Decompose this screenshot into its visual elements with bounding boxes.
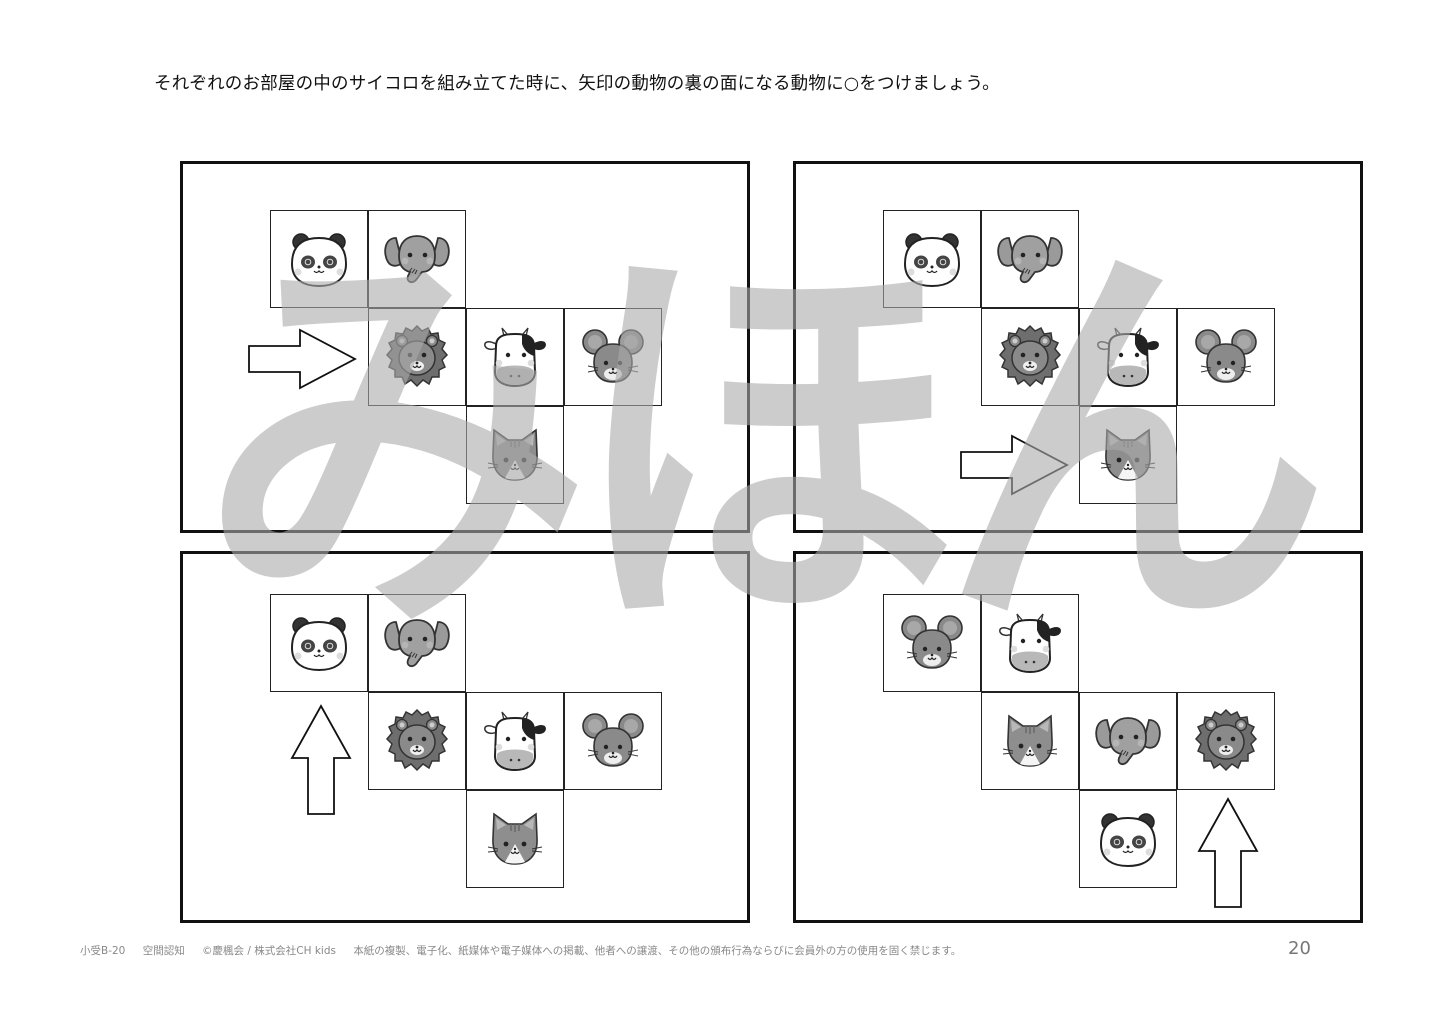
panda-face-cell — [883, 210, 981, 308]
elephant-face-cell — [368, 210, 466, 308]
arrow-right-icon — [248, 328, 357, 390]
lion-icon — [382, 706, 452, 776]
elephant-icon — [382, 608, 452, 678]
elephant-face-cell — [368, 594, 466, 692]
lion-icon — [995, 322, 1065, 392]
mouse-icon — [1191, 322, 1261, 392]
cow-face-cell — [1079, 308, 1177, 406]
panda-icon — [284, 608, 354, 678]
footer-notice: 本紙の複製、電子化、紙媒体や電子媒体への掲載、他者への譲渡、その他の頒布行為なら… — [353, 945, 962, 957]
arrow-up-icon — [1197, 797, 1259, 908]
cow-icon — [480, 322, 550, 392]
instruction-text: それぞれのお部屋の中のサイコロを組み立てた時に、矢印の動物の裏の面になる動物に○… — [154, 74, 1000, 94]
lion-face-cell — [368, 308, 466, 406]
cat-icon — [480, 804, 550, 874]
mouse-face-cell — [1177, 308, 1275, 406]
panda-icon — [284, 224, 354, 294]
dice-panel-bottom-left — [180, 551, 750, 923]
cow-icon — [480, 706, 550, 776]
cat-face-cell — [981, 692, 1079, 790]
footer-copyright: ©慶楓会 / 株式会社CH kids — [202, 945, 336, 957]
cow-face-cell — [466, 692, 564, 790]
mouse-icon — [897, 608, 967, 678]
elephant-face-cell — [981, 210, 1079, 308]
dice-panel-top-right — [793, 161, 1363, 533]
elephant-icon — [1093, 706, 1163, 776]
arrow-right-icon — [960, 434, 1069, 496]
dice-panel-bottom-right — [793, 551, 1363, 923]
cat-face-cell — [1079, 406, 1177, 504]
mouse-face-cell — [564, 308, 662, 406]
mouse-face-cell — [883, 594, 981, 692]
cat-icon — [480, 420, 550, 490]
lion-icon — [382, 322, 452, 392]
lion-face-cell — [1177, 692, 1275, 790]
cow-face-cell — [466, 308, 564, 406]
cat-face-cell — [466, 406, 564, 504]
arrow-up-icon — [290, 704, 352, 815]
elephant-icon — [382, 224, 452, 294]
cow-face-cell — [981, 594, 1079, 692]
cow-icon — [995, 608, 1065, 678]
cow-icon — [1093, 322, 1163, 392]
cat-face-cell — [466, 790, 564, 888]
cat-icon — [1093, 420, 1163, 490]
lion-face-cell — [368, 692, 466, 790]
panda-face-cell — [270, 210, 368, 308]
mouse-icon — [578, 322, 648, 392]
footer: 小受B-20 空間認知 ©慶楓会 / 株式会社CH kids 本紙の複製、電子化… — [80, 943, 975, 958]
panda-face-cell — [270, 594, 368, 692]
elephant-icon — [995, 224, 1065, 294]
lion-icon — [1191, 706, 1261, 776]
panda-icon — [1093, 804, 1163, 874]
cat-icon — [995, 706, 1065, 776]
elephant-face-cell — [1079, 692, 1177, 790]
mouse-face-cell — [564, 692, 662, 790]
dice-panel-top-left — [180, 161, 750, 533]
footer-code: 小受B-20 — [80, 945, 126, 957]
mouse-icon — [578, 706, 648, 776]
panda-face-cell — [1079, 790, 1177, 888]
lion-face-cell — [981, 308, 1079, 406]
footer-category: 空間認知 — [142, 945, 185, 957]
panda-icon — [897, 224, 967, 294]
page-number: 20 — [1288, 938, 1311, 959]
